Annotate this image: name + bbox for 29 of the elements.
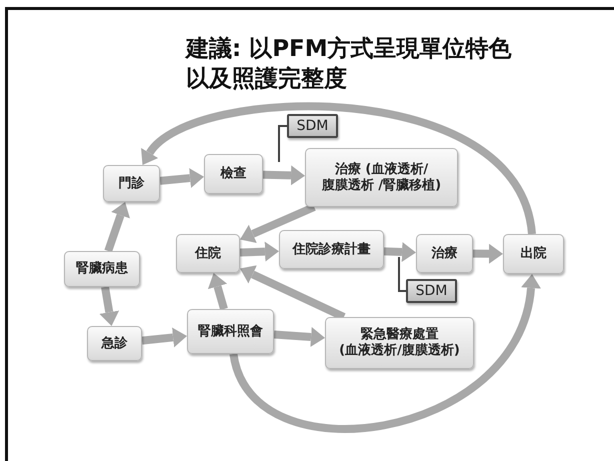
arrow [142, 328, 187, 348]
arrow [240, 242, 279, 262]
process-box: 治療 [416, 234, 473, 273]
arrow [240, 203, 316, 244]
arrow [274, 327, 325, 347]
arrow [160, 168, 204, 188]
slide-title: 建議: 以PFM方式呈現單位特色以及照護完整度 [186, 35, 513, 94]
arrow [208, 273, 228, 310]
process-box: 急診 [87, 326, 142, 361]
process-box: 腎臟病患 [64, 251, 140, 287]
sdm-label-box: SDM [406, 279, 457, 303]
process-box: 檢查 [204, 154, 263, 194]
process-box: 腎臟科照會 [187, 309, 274, 354]
arrow [472, 244, 503, 264]
leader-line [278, 125, 287, 162]
arrow [140, 102, 536, 235]
process-box: 門診 [103, 165, 160, 202]
arrow [262, 165, 305, 186]
leader-line [398, 257, 406, 292]
process-box: 治療 (血液透析/腹膜透析 /腎臟移植) [305, 148, 458, 207]
process-box: 緊急醫療處置 (血液透析/腹膜透析) [325, 317, 474, 369]
arrow [384, 242, 416, 262]
arrow [230, 274, 541, 433]
process-box: 住院 [176, 234, 240, 273]
arrow [104, 202, 130, 252]
sdm-label-box: SDM [287, 114, 338, 138]
arrow [99, 286, 120, 326]
process-box: 出院 [503, 234, 564, 274]
process-box: 住院診療計畫 [279, 230, 384, 269]
